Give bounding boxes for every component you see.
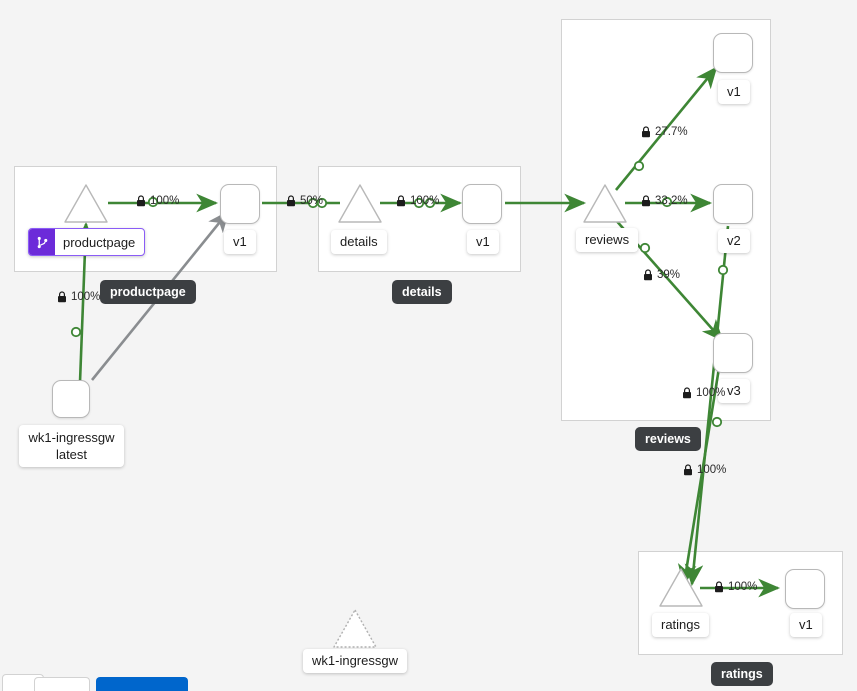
- lock-icon: [287, 195, 295, 207]
- node-label-ghost-ingressgw-text: wk1-ingressgw: [312, 653, 398, 668]
- node-label-reviews: reviews: [576, 228, 639, 252]
- edge-label-productpage-details: 50%: [286, 195, 323, 207]
- edge-marker-dot: [70, 326, 82, 338]
- git-branch-icon: [29, 229, 55, 255]
- node-label-ratings-v1: v1: [790, 613, 822, 637]
- group-tooltip-details-text: details: [402, 285, 442, 299]
- toolbar-primary-button[interactable]: [96, 677, 188, 691]
- node-label-reviews-v3-text: v3: [727, 383, 741, 398]
- node-label-ratings-text: ratings: [661, 617, 701, 632]
- edge-rate-text: 100%: [696, 387, 726, 399]
- edge-label-reviews-v3: 39%: [643, 269, 680, 281]
- lock-icon: [58, 291, 66, 303]
- node-label-ghost-ingressgw: wk1-ingressgw: [303, 649, 407, 673]
- edge-label-ingressgw-productpage: 100%: [57, 291, 100, 303]
- group-tooltip-reviews-text: reviews: [645, 432, 691, 446]
- node-label-reviews-text: reviews: [585, 232, 630, 247]
- node-label-reviews-v2: v2: [718, 229, 750, 253]
- group-tooltip-ratings-text: ratings: [721, 667, 763, 681]
- lock-icon: [642, 126, 650, 138]
- node-label-productpage-v1: v1: [224, 230, 256, 254]
- node-label-ratings-v1-text: v1: [799, 617, 813, 632]
- workload-node-ratings-v1[interactable]: [785, 569, 825, 609]
- node-label-ingressgw-text: wk1-ingressgw latest: [28, 430, 115, 462]
- group-tooltip-productpage-text: productpage: [110, 285, 186, 299]
- node-label-reviews-v2-text: v2: [727, 233, 741, 248]
- edge-rate-text: 33.2%: [655, 195, 688, 207]
- lock-icon: [137, 195, 145, 207]
- edge-rate-text: 50%: [300, 195, 324, 207]
- edge-rate-text: 100%: [728, 581, 758, 593]
- workload-node-details-v1[interactable]: [462, 184, 502, 224]
- edge-label-reviews-v2: 33.2%: [641, 195, 688, 207]
- workload-node-reviews-v3[interactable]: [713, 333, 753, 373]
- node-label-details: details: [331, 230, 387, 254]
- service-node-ghost-ingressgw[interactable]: [333, 609, 377, 648]
- node-label-reviews-v3: v3: [718, 379, 750, 403]
- node-label-details-v1-text: v1: [476, 234, 490, 249]
- toolbar-layout-button[interactable]: [34, 677, 90, 691]
- edge-rate-text: 100%: [71, 291, 101, 303]
- group-tooltip-ratings: ratings: [711, 662, 773, 686]
- edge-label-v3-ratings: 100%: [682, 387, 725, 399]
- group-tooltip-details: details: [392, 280, 452, 304]
- node-label-ratings: ratings: [652, 613, 710, 637]
- lock-icon: [683, 387, 691, 399]
- edge-label-ratings-v1: 100%: [714, 581, 757, 593]
- group-tooltip-productpage: productpage: [100, 280, 196, 304]
- edge-label-reviews-ratings: 100%: [683, 464, 726, 476]
- node-label-details-text: details: [340, 234, 378, 249]
- lock-icon: [684, 464, 692, 476]
- workload-node-productpage-v1[interactable]: [220, 184, 260, 224]
- lock-icon: [397, 195, 405, 207]
- lock-icon: [715, 581, 723, 593]
- lock-icon: [642, 195, 650, 207]
- node-label-productpage-v1-text: v1: [233, 234, 247, 249]
- edge-label-productpage-v1: 100%: [136, 195, 179, 207]
- group-tooltip-reviews: reviews: [635, 427, 701, 451]
- workload-node-reviews-v1[interactable]: [713, 33, 753, 73]
- workload-node-reviews-v2[interactable]: [713, 184, 753, 224]
- node-label-productpage[interactable]: productpage: [28, 228, 146, 256]
- lock-icon: [644, 269, 652, 281]
- bottom-toolbar[interactable]: [0, 673, 857, 691]
- edge-rate-text: 27.7%: [655, 126, 688, 138]
- node-label-productpage-text: productpage: [63, 234, 136, 250]
- node-label-ingressgw: wk1-ingressgw latest: [19, 425, 124, 467]
- workload-node-ingressgw[interactable]: [52, 380, 90, 418]
- edge-rate-text: 100%: [410, 195, 440, 207]
- node-label-reviews-v1-text: v1: [727, 84, 741, 99]
- edge-rate-text: 100%: [697, 464, 727, 476]
- edge-rate-text: 39%: [657, 269, 681, 281]
- node-label-reviews-v1: v1: [718, 80, 750, 104]
- edge-label-reviews-v1: 27.7%: [641, 126, 688, 138]
- node-label-details-v1: v1: [467, 230, 499, 254]
- edge-rate-text: 100%: [150, 195, 180, 207]
- edge-label-details-v1: 100%: [396, 195, 439, 207]
